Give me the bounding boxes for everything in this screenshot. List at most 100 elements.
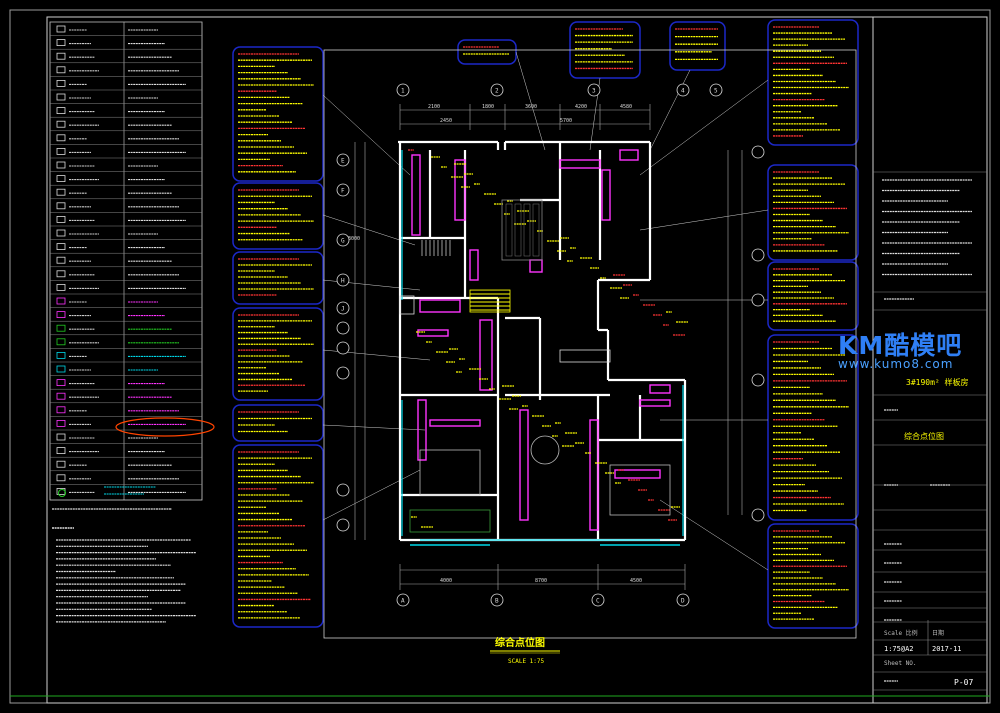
grid-bubble [751, 293, 765, 307]
chair [532, 203, 540, 257]
grid-label: 2 [495, 88, 499, 95]
leader-line [659, 499, 769, 571]
grid-label: 1 [401, 88, 405, 95]
table [501, 199, 543, 261]
dimension-label: 4000 [440, 578, 452, 584]
grid-bubble [336, 483, 350, 497]
fixture [454, 159, 466, 221]
dimension-label: 8700 [535, 578, 547, 584]
legend-symbol [56, 256, 66, 264]
legend-symbol [56, 351, 66, 359]
legend-symbol [56, 134, 66, 142]
title-block-scale: 1:75@A2 [884, 645, 914, 653]
general-notes [52, 508, 196, 623]
grid-bubble [336, 518, 350, 532]
dimension-label: 2100 [428, 104, 440, 110]
dimension-label: 2450 [440, 118, 452, 124]
grid-label: G [341, 238, 345, 245]
legend-symbol [56, 147, 66, 155]
grid-label: 3 [592, 88, 596, 95]
title-block-area: 3#190m² 样板房 [906, 378, 969, 387]
fixture [639, 399, 671, 407]
legend-symbol [56, 120, 66, 128]
legend-symbol [56, 379, 66, 387]
floor-plan [323, 49, 857, 639]
legend-symbol [56, 419, 66, 427]
legend-symbol [56, 188, 66, 196]
drawing-title: 综合点位图 [495, 636, 545, 649]
title-block-scale-label: Scale 比例 [884, 630, 918, 637]
title-block-sheet-name: 综合点位图 [904, 432, 944, 441]
title-block-date-label: 日期 [932, 630, 945, 637]
dimension-label: 3600 [525, 104, 537, 110]
legend-symbol [56, 283, 66, 291]
fixture [614, 469, 661, 479]
legend-symbol [56, 406, 66, 414]
highlight-ellipse [115, 417, 215, 437]
leader-line [322, 469, 421, 521]
fixture [419, 299, 461, 313]
bed [609, 464, 671, 516]
grid-bubble [490, 593, 504, 607]
legend-symbol [56, 25, 66, 33]
leader-line [515, 51, 546, 151]
dimension-label: 4580 [620, 104, 632, 110]
legend-table [49, 21, 203, 501]
counter [559, 349, 611, 363]
fixture [529, 259, 543, 273]
grid-bubble [336, 233, 350, 247]
grid-label: 4 [681, 88, 685, 95]
legend-symbol [56, 338, 66, 346]
grid-bubble [336, 301, 350, 315]
legend-symbol [56, 52, 66, 60]
callout-box [767, 261, 859, 331]
grid-label: E [341, 158, 345, 165]
callout-box [232, 251, 324, 305]
grid-bubble [751, 248, 765, 262]
title-block-sheet-no: P-07 [954, 678, 974, 687]
title-block-sheet-no-label: Sheet NO. [884, 660, 917, 667]
grid-bubble [676, 83, 690, 97]
grid-bubble [709, 83, 723, 97]
grid-bubble [336, 153, 350, 167]
grid-bubble [336, 273, 350, 287]
grid-label: J [341, 306, 345, 313]
legend-symbol [56, 66, 66, 74]
grid-bubble [490, 83, 504, 97]
callout-box [232, 404, 324, 442]
fixture [399, 295, 415, 315]
grid-label: B [495, 598, 499, 605]
legend-symbol [56, 297, 66, 305]
legend-symbol [58, 489, 66, 497]
grid-label: D [681, 598, 685, 605]
fixture [519, 409, 529, 521]
callout-box [232, 182, 324, 250]
grid-bubble [396, 593, 410, 607]
fixture [411, 154, 421, 236]
legend-symbol [56, 215, 66, 223]
grid-label: C [596, 598, 600, 605]
leader-line [639, 79, 769, 176]
leader-line [649, 69, 691, 151]
legend-symbol [56, 202, 66, 210]
grid-bubble [336, 341, 350, 355]
hatch [469, 289, 511, 313]
bed [419, 449, 481, 496]
callout-box [767, 164, 859, 261]
dimension-label: 3000 [348, 236, 360, 242]
watermark-logo: KM酷模吧 [838, 331, 963, 360]
legend-symbol [56, 447, 66, 455]
grid-bubble [396, 83, 410, 97]
callout-box [669, 21, 726, 71]
title-block [873, 171, 987, 691]
fixture [559, 159, 601, 169]
callout-box [767, 19, 859, 146]
grid-bubble [336, 321, 350, 335]
planter [409, 509, 491, 533]
legend-symbol [56, 270, 66, 278]
grid-bubble [751, 145, 765, 159]
legend-symbol [56, 460, 66, 468]
legend-symbol [56, 392, 66, 400]
legend-symbol [56, 433, 66, 441]
